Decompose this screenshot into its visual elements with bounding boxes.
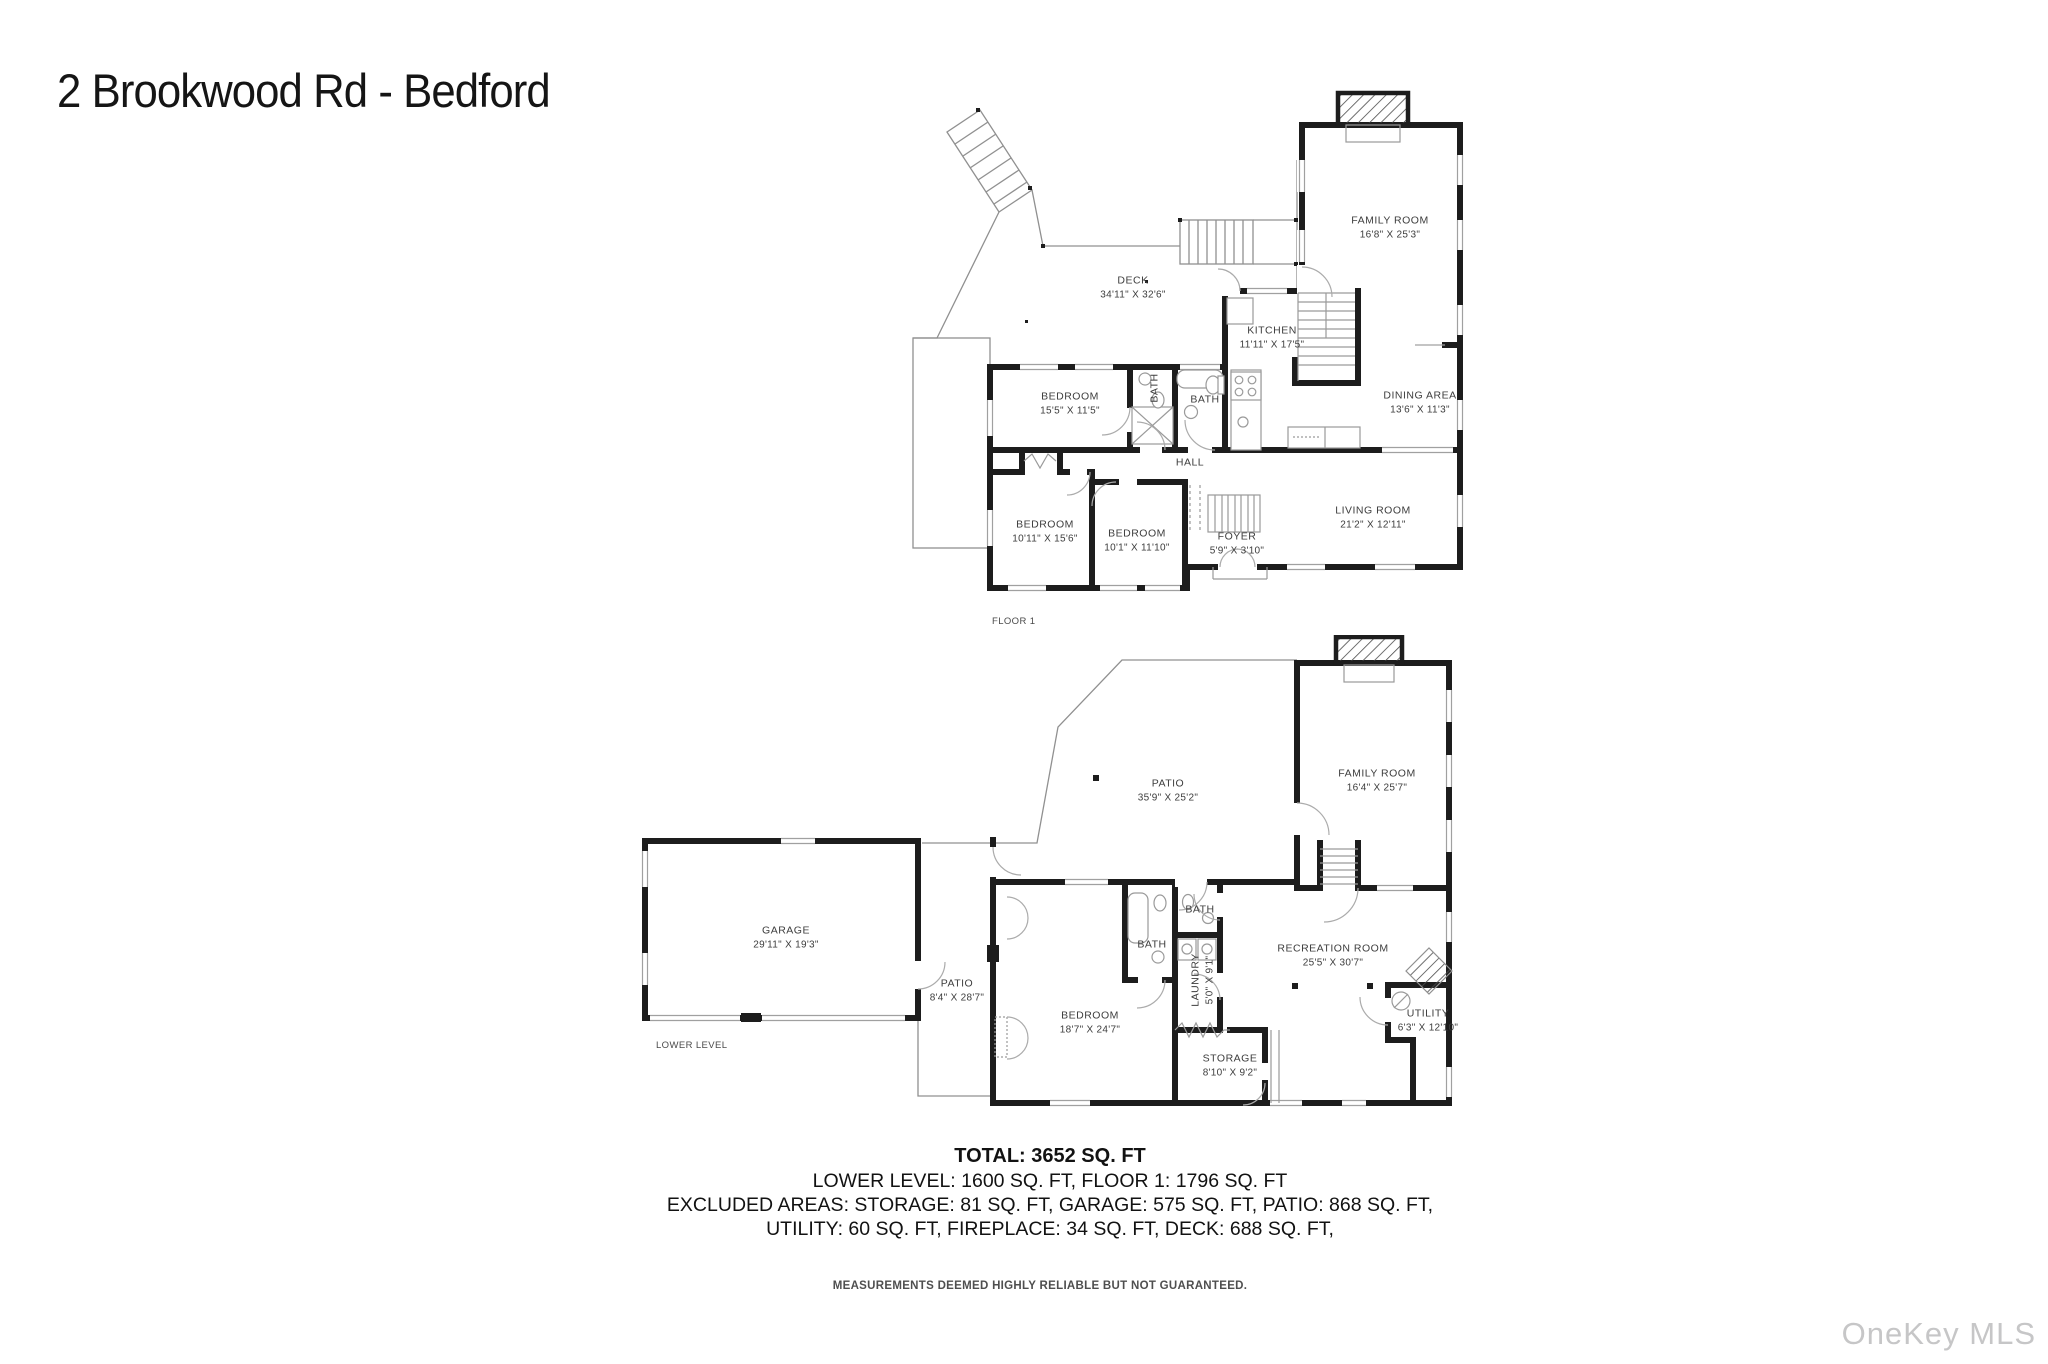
room-label-patio-small: PATIO 8'4" X 28'7" [929,977,985,1004]
room-label-bath2-f1: BATH [1190,393,1220,406]
area-summary: TOTAL: 3652 SQ. FT LOWER LEVEL: 1600 SQ.… [500,1144,1600,1241]
room-label-living-room: LIVING ROOM 21'2" X 12'11" [1335,504,1411,531]
floor1-plan-drawing [912,90,1465,593]
floor1-doors [1066,266,1333,568]
room-label-kitchen: KITCHEN 11'11" X 17'5" [1239,324,1305,351]
room-label-bath1-ll: BATH [1137,938,1167,951]
floor1-caption: FLOOR 1 [992,616,1036,627]
summary-excluded-2: UTILITY: 60 SQ. FT, FIREPLACE: 34 SQ. FT… [766,1218,1334,1240]
lower-level-caption: LOWER LEVEL [656,1040,728,1051]
room-label-bath1-f1: BATH [1148,373,1161,403]
floor1-windows [985,155,1465,593]
room-label-storage: STORAGE 8'10" X 9'2" [1202,1052,1258,1079]
lower-level-windows [640,690,1454,1108]
lower-level-fixtures [994,848,1411,1103]
room-label-utility: UTILITY 6'3" X 12'10" [1397,1007,1459,1034]
room-label-deck: DECK 34'11" X 32'6" [1100,274,1166,301]
garage-post [741,1013,761,1022]
lower-level-plan-drawing [640,635,1454,1108]
under-stair-hatch [1405,947,1453,995]
room-label-bedroom1: BEDROOM 15'5" X 11'5" [1040,390,1100,417]
room-label-family-room-ll: FAMILY ROOM 16'4" X 25'7" [1338,767,1416,794]
disclaimer-text: MEASUREMENTS DEEMED HIGHLY RELIABLE BUT … [832,1280,1248,1292]
rec-room-columns [1292,983,1373,989]
lower-level-walls [642,660,1452,1106]
fireplace-floor1 [1335,90,1411,128]
hearth-floor1 [1345,124,1401,143]
room-label-hall: HALL [1175,456,1205,469]
room-label-bedroom3: BEDROOM 10'1" X 11'10" [1104,527,1170,554]
summary-levels: LOWER LEVEL: 1600 SQ. FT, FLOOR 1: 1796 … [812,1170,1288,1192]
room-label-bedroom-ll: BEDROOM 18'7" X 24'7" [1059,1009,1121,1036]
floor1-fixtures [1023,292,1361,580]
room-label-bedroom2: BEDROOM 10'11" X 15'6" [1012,518,1078,545]
summary-total: TOTAL: 3652 SQ. FT [954,1145,1146,1167]
page-title: 2 Brookwood Rd - Bedford [57,64,551,117]
room-label-patio-large: PATIO 35'9" X 25'2" [1137,777,1199,804]
lower-level-doors [917,802,1389,1106]
patio-outline [917,659,1297,1097]
deck-posts [976,108,1298,323]
summary-excluded-1: EXCLUDED AREAS: STORAGE: 81 SQ. FT, GARA… [666,1194,1434,1216]
fireplace-lower [1333,635,1405,666]
room-label-recreation-room: RECREATION ROOM 25'5" X 30'7" [1277,942,1389,969]
room-label-bath2-ll: BATH [1185,903,1215,916]
room-label-foyer: FOYER 5'9" X 3'10" [1209,530,1265,557]
onekey-mls-watermark: OneKey MLS [1841,1316,2036,1351]
hearth-lower [1343,664,1395,683]
room-label-family-room-f1: FAMILY ROOM 16'8" X 25'3" [1351,214,1429,241]
room-label-garage: GARAGE 29'11" X 19'3" [753,924,819,951]
room-label-laundry: LAUNDRY 5'0" X 9'1" [1189,953,1216,1007]
room-label-dining-area: DINING AREA 13'6" X 11'3" [1383,389,1457,416]
wall-block [987,945,999,962]
patio-post [1093,775,1099,781]
